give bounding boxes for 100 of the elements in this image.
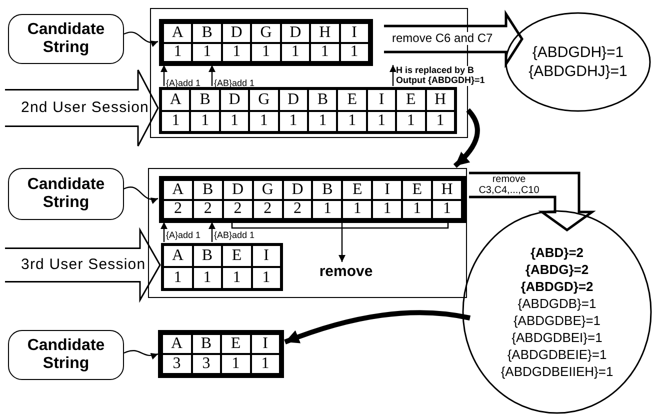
table-cell: 1 bbox=[192, 267, 222, 289]
remove-text: remove bbox=[313, 263, 379, 283]
arrow bbox=[208, 65, 216, 86]
arrow bbox=[124, 32, 158, 47]
table-cell: 1 bbox=[396, 110, 426, 132]
table-cell: H bbox=[426, 89, 455, 110]
table-cell: 1 bbox=[372, 200, 402, 219]
table-cell: 1 bbox=[192, 42, 222, 62]
table-cell: 1 bbox=[312, 200, 342, 219]
result-text: {ABDGDBEI}=1 bbox=[512, 329, 602, 346]
table-cell: 1 bbox=[337, 110, 367, 132]
table-cell: I bbox=[252, 245, 281, 267]
result-ellipse bbox=[505, 12, 651, 112]
result-ellipse bbox=[462, 210, 652, 414]
table-cell: A bbox=[161, 89, 190, 110]
edge-label: {A}add 1 bbox=[166, 231, 201, 241]
table-cell: 1 bbox=[190, 110, 220, 132]
callout-bubble: Candidate String bbox=[8, 330, 124, 380]
edge-label: remove C6 and C7 bbox=[392, 32, 493, 46]
table-cell: D bbox=[282, 180, 312, 200]
table-cell: E bbox=[337, 89, 367, 110]
table-cell: A bbox=[163, 245, 192, 267]
arrow bbox=[124, 186, 158, 204]
table-cell: E bbox=[342, 180, 372, 200]
sequence-table bbox=[161, 243, 283, 291]
callout-bubble: Candidate String bbox=[8, 14, 124, 64]
table-cell: E bbox=[221, 334, 250, 354]
table-cell: I bbox=[366, 89, 396, 110]
table-cell: A bbox=[163, 23, 192, 42]
table-cell: B bbox=[308, 89, 338, 110]
table-cell: 1 bbox=[163, 267, 192, 289]
table-cell: 1 bbox=[161, 110, 190, 132]
edge-label: remove C3,C4,...,C10 bbox=[478, 174, 540, 196]
result-text: {ABDGDBEIE}=1 bbox=[507, 346, 607, 363]
table-cell: 2 bbox=[222, 200, 253, 219]
table-cell: G bbox=[252, 180, 283, 200]
table-cell: 2 bbox=[163, 200, 193, 219]
table-cell: E bbox=[222, 245, 252, 267]
arrow-label: 3rd User Session bbox=[21, 256, 146, 274]
result-text: {ABDGDBE}=1 bbox=[513, 312, 601, 329]
edge-label: {AB}add 1 bbox=[214, 231, 255, 241]
table-cell: 1 bbox=[278, 110, 308, 132]
table-cell: 2 bbox=[252, 200, 283, 219]
result-text: {ABDGDB}=1 bbox=[518, 295, 596, 312]
result-text: {ABDGD}=2 bbox=[520, 278, 594, 295]
sequence-table bbox=[159, 19, 373, 66]
edge-label: {AB}add 1 bbox=[214, 79, 255, 89]
table-cell: I bbox=[340, 23, 369, 42]
table-cell: E bbox=[396, 89, 426, 110]
table-cell: 1 bbox=[250, 354, 280, 374]
table-cell: B bbox=[312, 180, 342, 200]
table-cell: B bbox=[190, 89, 220, 110]
sequence-table bbox=[159, 176, 466, 223]
table-cell: I bbox=[372, 180, 402, 200]
table-cell: 1 bbox=[249, 110, 279, 132]
table-cell: 1 bbox=[342, 200, 372, 219]
table-cell: 1 bbox=[366, 110, 396, 132]
arrow bbox=[160, 65, 168, 86]
table-cell: G bbox=[251, 23, 281, 42]
table-cell: D bbox=[222, 23, 252, 42]
table-cell: 1 bbox=[402, 200, 432, 219]
table-cell: 1 bbox=[426, 110, 455, 132]
callout-bubble: Candidate String bbox=[8, 168, 124, 220]
table-cell: 1 bbox=[221, 354, 250, 374]
result-text: {ABDGDHJ}=1 bbox=[528, 62, 628, 81]
sequence-table bbox=[158, 330, 284, 378]
table-cell: 1 bbox=[222, 267, 252, 289]
table-cell: D bbox=[278, 89, 308, 110]
table-cell: 1 bbox=[432, 200, 462, 219]
table-cell: 1 bbox=[220, 110, 250, 132]
table-cell: 1 bbox=[280, 42, 310, 62]
table-cell: A bbox=[163, 180, 193, 200]
arrow bbox=[338, 222, 346, 262]
table-cell: E bbox=[402, 180, 432, 200]
panel-frame bbox=[148, 168, 467, 298]
table-cell: 1 bbox=[222, 42, 252, 62]
arrow-label: 2nd User Session bbox=[21, 99, 149, 117]
result-text: {ABDGDH}=1 bbox=[532, 43, 624, 62]
table-cell: D bbox=[220, 89, 250, 110]
table-cell: H bbox=[432, 180, 462, 200]
table-cell: B bbox=[192, 23, 222, 42]
table-cell: D bbox=[222, 180, 253, 200]
table-cell: 1 bbox=[251, 42, 281, 62]
result-text: {ABDG}=2 bbox=[525, 261, 589, 278]
table-cell: G bbox=[249, 89, 279, 110]
arrow bbox=[124, 350, 158, 360]
curved-arrow bbox=[284, 310, 470, 344]
arrow bbox=[208, 222, 216, 242]
edge-label: {A}add 1 bbox=[166, 79, 201, 89]
arrow bbox=[160, 222, 168, 242]
table-cell: 1 bbox=[340, 42, 369, 62]
table-cell: I bbox=[250, 334, 280, 354]
result-text: {ABD}=2 bbox=[530, 244, 584, 261]
table-cell: 1 bbox=[308, 110, 338, 132]
table-cell: 1 bbox=[310, 42, 340, 62]
curved-arrow bbox=[453, 108, 480, 168]
sequence-table bbox=[159, 87, 457, 134]
table-cell: B bbox=[192, 245, 222, 267]
table-cell: B bbox=[192, 180, 223, 200]
table-cell: D bbox=[280, 23, 310, 42]
